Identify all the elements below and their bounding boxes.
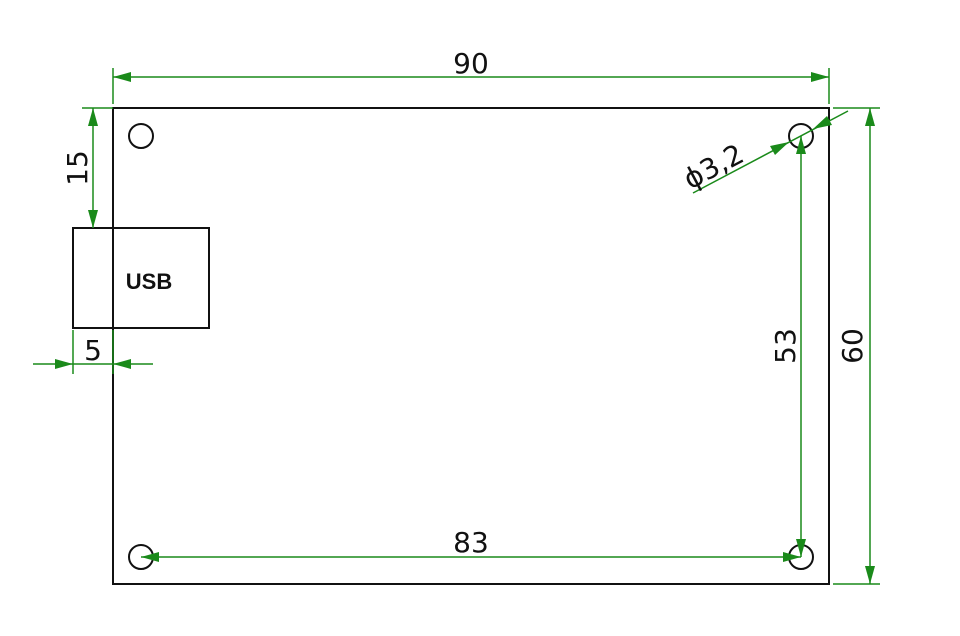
dimension-hole-span-x: 83 [141, 526, 801, 562]
dimension-hole-diameter: ϕ3,2 [678, 110, 849, 196]
usb-connector [72, 227, 210, 329]
dimension-overall-height: 60 [833, 107, 880, 585]
usb-label: USB [126, 269, 172, 294]
mounting-hole-top-left [128, 123, 154, 149]
dimension-hole-diameter-label: ϕ3,2 [678, 137, 749, 196]
dimension-usb-protrusion-label: 5 [84, 334, 102, 367]
dimension-overall-width: 90 [112, 47, 830, 104]
dimension-usb-offset-top: 15 [61, 107, 113, 228]
dimension-overall-height-label: 60 [836, 328, 869, 364]
dimension-hole-span-y-label: 53 [769, 328, 802, 364]
dimension-hole-span-x-label: 83 [453, 526, 489, 559]
dimension-overall-width-label: 90 [453, 47, 489, 80]
dimension-usb-protrusion: 5 [33, 330, 153, 374]
dimension-usb-offset-top-label: 15 [61, 150, 94, 186]
dimension-hole-span-y: 53 [769, 136, 806, 557]
